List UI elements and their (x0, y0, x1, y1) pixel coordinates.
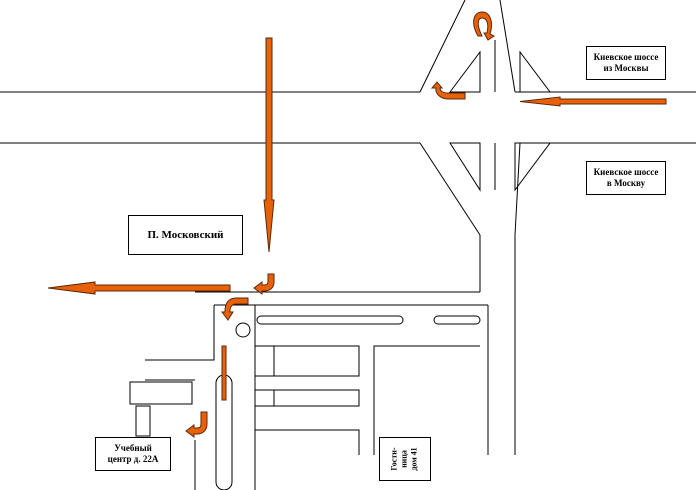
interchange-upper-island (449, 50, 481, 93)
interchange-lower-island (449, 142, 481, 192)
turn-arrow-local-2 (221, 297, 249, 321)
label-poselok: П. Московский (128, 215, 243, 255)
interchange-right-ramp (499, 0, 516, 93)
label-training-center: Учебный центр д. 22А (95, 437, 171, 471)
label-hotel: Гости- ница дом 41 (379, 437, 431, 481)
label-kiev-from-moscow: Киевское шоссе из Москвы (586, 46, 666, 80)
block-1 (273, 345, 360, 377)
exit-road-left (419, 142, 481, 292)
straight-arrow-down-median (221, 345, 227, 401)
label-training-center-line2: центр д. 22А (107, 454, 159, 464)
turn-arrow-local-3 (185, 411, 208, 438)
label-hotel-line1: Гости- (390, 447, 399, 471)
turn-arrow-uturn-top (473, 11, 495, 41)
exit-road-right (514, 142, 521, 455)
interchange-left-ramp (419, 0, 466, 93)
block-2 (273, 389, 360, 407)
straight-arrow-left-local (47, 281, 231, 295)
label-hotel-rotated: Гости- ница дом 41 (390, 447, 420, 470)
block-3-left (255, 345, 274, 407)
label-kiev-from-moscow-line1: Киевское шоссе (593, 52, 659, 62)
straight-arrow-down (263, 37, 275, 253)
median-strip-short (433, 315, 481, 325)
interchange-upper-island-right (519, 50, 551, 93)
label-kiev-from-moscow-line2: из Москвы (603, 63, 649, 73)
interchange-lower-island-right (514, 142, 551, 192)
label-kiev-to-moscow: Киевское шоссе в Москву (586, 161, 666, 195)
label-kiev-to-moscow-line2: в Москву (606, 178, 646, 188)
label-kiev-to-moscow-line1: Киевское шоссе (593, 167, 659, 177)
turn-arrow-local-1 (253, 273, 275, 295)
turn-arrow-highway-exit (430, 81, 466, 100)
label-training-center-line1: Учебный (114, 443, 152, 453)
label-hotel-line3: дом 41 (410, 447, 419, 471)
straight-arrow-left-highway (519, 96, 667, 107)
label-hotel-line2: ница (400, 450, 409, 468)
block-4 (255, 429, 360, 455)
median-strip-long (256, 315, 404, 325)
building-small-2 (135, 405, 151, 437)
local-road-bottom-left (145, 305, 215, 361)
roundabout (235, 322, 251, 338)
block-5 (373, 345, 480, 455)
label-poselok-text: П. Московский (147, 228, 224, 241)
building-small-1 (129, 381, 193, 405)
